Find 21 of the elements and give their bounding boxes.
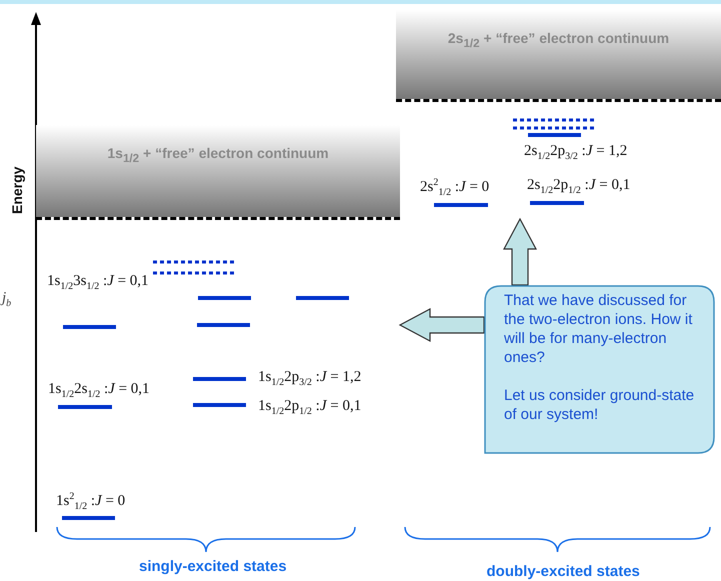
continuum-band bbox=[396, 10, 721, 102]
state-label: 2s$_{1/2}$2p$_{1/2}$ :J = 0,1 bbox=[527, 178, 630, 196]
group-caption: doubly-excited states bbox=[486, 564, 640, 579]
state-label: 1s$^{2}$$_{1/2}$ :J = 0 bbox=[56, 492, 126, 512]
state-label: 1s$_{1/2}$2p$_{1/2}$ :J = 0,1 bbox=[258, 399, 362, 417]
band-title: 1s$_{1/2}$ + “free” electron continuum bbox=[107, 145, 329, 167]
axis-label: Energy bbox=[10, 166, 24, 214]
callout-text: Let us consider ground-state of our system! bbox=[504, 386, 696, 424]
group-caption: singly-excited states bbox=[139, 559, 287, 574]
continuum-band bbox=[36, 125, 400, 220]
side-label: j$_{b}$ bbox=[2, 291, 12, 309]
callout-text: That we have discussed for the two-electron ions. How it will be for many-electron ones? bbox=[504, 291, 694, 367]
callout-bubble bbox=[484, 285, 716, 455]
state-label: 1s$_{1/2}$2s$_{1/2}$ :J = 0,1 bbox=[48, 382, 150, 400]
state-label: 1s$_{1/2}$3s$_{1/2}$ :J = 0,1 bbox=[47, 274, 149, 292]
state-label: 2s$_{1/2}$2p$_{3/2}$ :J = 1,2 bbox=[524, 144, 628, 162]
block-arrow bbox=[398, 308, 485, 342]
block-arrow bbox=[503, 218, 537, 286]
band-title: 2s$_{1/2}$ + “free” electron continuum bbox=[448, 30, 670, 52]
state-label: 2s$^{2}$$_{1/2}$ :J = 0 bbox=[420, 178, 490, 198]
state-label: 1s$_{1/2}$2p$_{3/2}$ :J = 1,2 bbox=[258, 370, 362, 388]
